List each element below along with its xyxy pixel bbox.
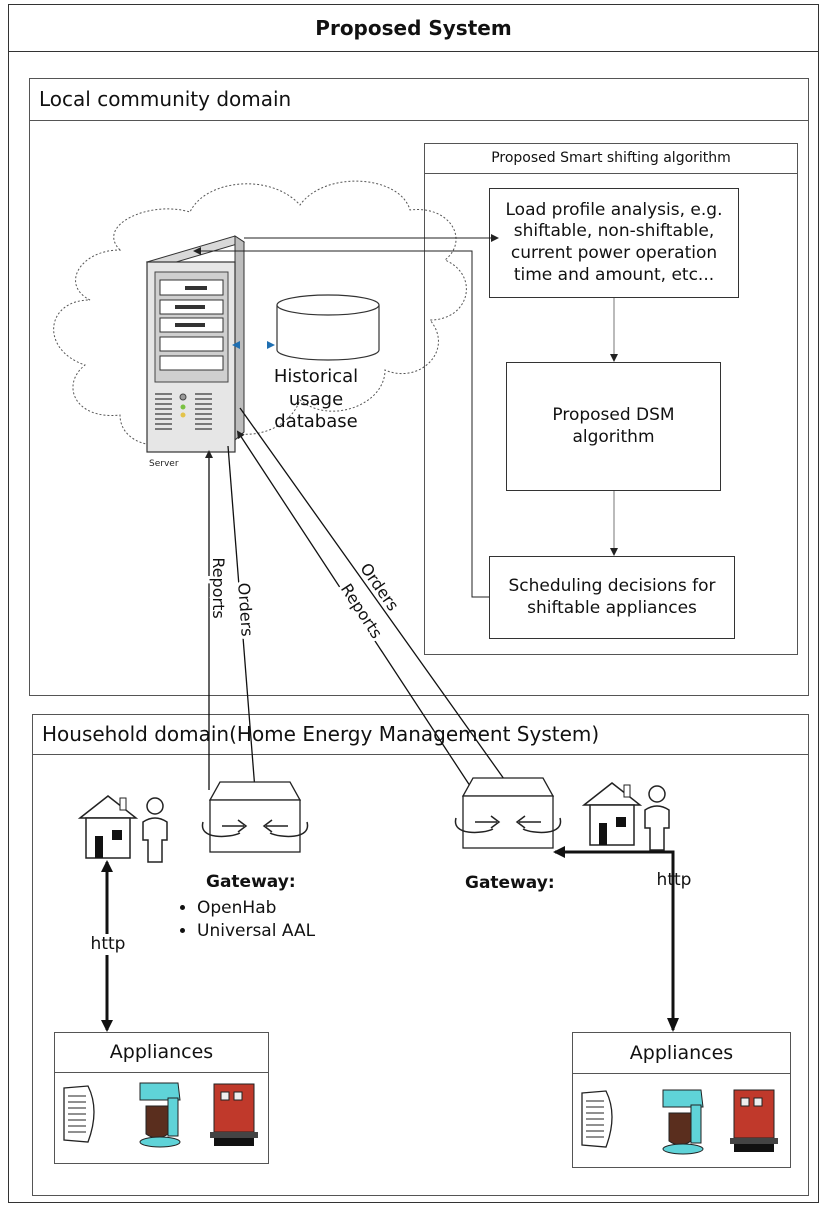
orders-right-line: [239, 407, 516, 795]
http-right-line: [553, 846, 675, 1030]
server-label: Server: [149, 459, 179, 469]
person-left-icon: [142, 797, 168, 863]
coffee-maker-right-icon: [662, 1089, 704, 1155]
gateway-item: OpenHab: [197, 897, 315, 920]
algorithm-panel: [424, 143, 798, 655]
household-domain-title: Household domain(Home Energy Management …: [32, 714, 809, 755]
gateway-right-label: Gateway:: [465, 873, 555, 893]
load-profile-box: Load profile analysis, e.g. shiftable, n…: [489, 188, 739, 298]
heater-right-icon: [581, 1090, 613, 1148]
person-right-icon: [644, 785, 670, 851]
reports-left-label: Reports: [209, 557, 228, 618]
dsm-algorithm-box: Proposed DSM algorithm: [506, 362, 721, 491]
database-icon: [276, 294, 380, 361]
appliances-box-left: [54, 1032, 269, 1164]
http-right-label: http: [656, 870, 692, 890]
gateway-right-icon: [454, 777, 562, 849]
toaster-left-icon: [210, 1083, 258, 1146]
household-domain: [32, 714, 809, 1196]
gateway-left-list: OpenHab Universal AAL: [175, 897, 315, 943]
orders-left-label: Orders: [234, 582, 257, 637]
appliances-title-left: Appliances: [54, 1032, 269, 1073]
scheduling-box: Scheduling decisions for shiftable appli…: [489, 556, 735, 639]
feedback-line: [193, 247, 489, 598]
diagram-frame: [8, 4, 819, 1203]
house-right-icon: [581, 782, 643, 846]
server-db-link: [232, 341, 275, 349]
gateway-left-icon: [201, 781, 309, 853]
http-left-label: http: [86, 934, 130, 956]
gateway-item: Universal AAL: [197, 920, 315, 943]
heater-left-icon: [63, 1085, 95, 1143]
cloud-outline: [53, 180, 467, 446]
orders-left-line: [227, 445, 259, 792]
diagram-title: Proposed System: [8, 4, 819, 52]
database-label: Historical usage database: [273, 366, 359, 432]
algorithm-panel-title: Proposed Smart shifting algorithm: [424, 143, 798, 174]
reports-right-line: [236, 430, 477, 796]
coffee-maker-left-icon: [139, 1082, 181, 1148]
toaster-right-icon: [730, 1089, 778, 1152]
local-community-domain: [29, 78, 809, 696]
appliances-box-right: [572, 1032, 791, 1168]
appliances-title-right: Appliances: [572, 1032, 791, 1074]
server-icon: [145, 235, 246, 453]
local-community-domain-title: Local community domain: [29, 78, 809, 121]
house-left-icon: [77, 795, 139, 859]
gateway-left-label: Gateway:: [206, 872, 296, 892]
